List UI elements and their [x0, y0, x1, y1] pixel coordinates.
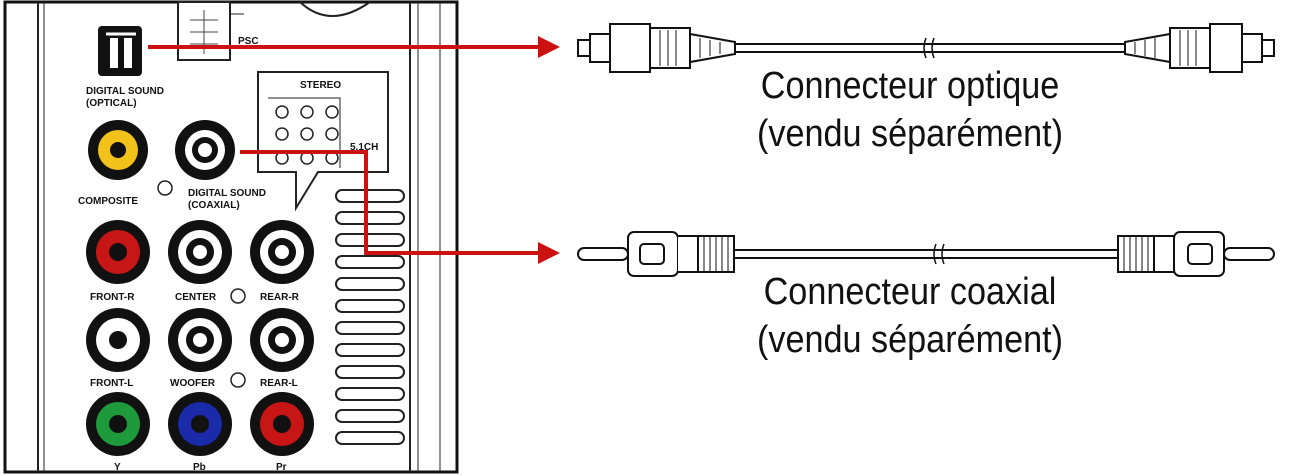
screw-icon [157, 180, 173, 196]
pr-jack [250, 392, 314, 456]
front-r-label: FRONT-R [90, 292, 135, 303]
screw-icon [230, 372, 246, 388]
y-jack [86, 392, 150, 456]
front-l-label: FRONT-L [90, 378, 133, 389]
screw-icon [230, 288, 246, 304]
optical-caption-line1: Connecteur optique [760, 65, 1060, 107]
rear-r-label: REAR-R [260, 292, 300, 303]
coaxial-label-1: DIGITAL SOUND [188, 188, 266, 199]
front-r-jack [86, 220, 150, 284]
psc-label: PSC [238, 36, 259, 47]
rear-l-label: REAR-L [260, 378, 298, 389]
coaxial-arrow [240, 150, 560, 264]
coaxial-caption-line2: (vendu séparément) [756, 319, 1064, 361]
optical-port [98, 26, 142, 76]
woofer-jack [168, 308, 232, 372]
stereo-label: STEREO [300, 80, 341, 91]
coaxial-label-2: (COAXIAL) [188, 200, 240, 211]
rear-l-jack [250, 308, 314, 372]
back-panel: PSC STEREO 5.1CH [3, 0, 459, 474]
pr-label: Pr [276, 462, 287, 473]
composite-jack [88, 120, 148, 180]
front-l-jack [86, 308, 150, 372]
optical-caption: Connecteur optique (vendu séparément) [721, 62, 1099, 158]
pb-label: Pb [193, 462, 206, 473]
coaxial-cable-illustration [577, 231, 1275, 277]
y-label: Y [114, 462, 121, 473]
woofer-label: WOOFER [170, 378, 216, 389]
coaxial-caption-line1: Connecteur coaxial [763, 271, 1057, 313]
mini-jack-grid [275, 105, 339, 165]
optical-label-1: DIGITAL SOUND [86, 86, 164, 97]
center-label: CENTER [175, 292, 217, 303]
pb-jack [168, 392, 232, 456]
optical-caption-line2: (vendu séparément) [756, 113, 1064, 155]
optical-label-2: (OPTICAL) [86, 98, 137, 109]
ch51-label: 5.1CH [350, 142, 378, 153]
rear-r-jack [250, 220, 314, 284]
optical-cable-illustration [577, 23, 1275, 73]
coaxial-jack [175, 120, 235, 180]
center-jack [168, 220, 232, 284]
coaxial-caption: Connecteur coaxial (vendu séparément) [721, 268, 1099, 364]
vent-slots [335, 189, 405, 445]
optical-arrow [148, 36, 560, 58]
composite-label: COMPOSITE [78, 196, 138, 207]
